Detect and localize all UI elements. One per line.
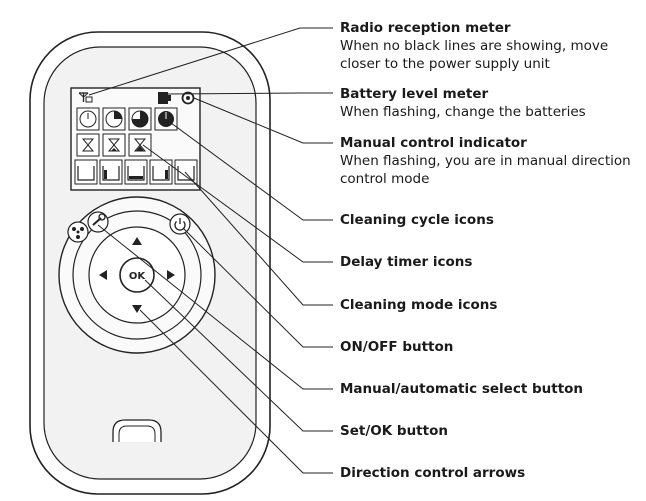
label-manual-title: Manual control indicator — [340, 135, 527, 151]
label-onoff-title: ON/OFF button — [340, 339, 454, 355]
leader-mode — [184, 171, 333, 306]
leader-manual — [193, 97, 333, 144]
label-set-ok: Set/OK button — [340, 422, 448, 440]
label-select-title: Manual/automatic select button — [340, 381, 584, 397]
direction-control-arrows — [99, 237, 175, 313]
label-mode-title: Cleaning mode icons — [340, 297, 498, 313]
delay-timer-icons — [76, 133, 152, 157]
wrench-icon — [92, 213, 106, 226]
cleaning-cycle-icons — [76, 107, 178, 131]
label-radio-desc: When no black lines are showing, move cl… — [340, 38, 609, 72]
label-delay-timer: Delay timer icons — [340, 253, 472, 271]
ok-button-label: OK — [129, 271, 147, 282]
manual-control-icon — [181, 91, 195, 105]
leader-cycle — [166, 119, 333, 221]
label-cleaning-cycle: Cleaning cycle icons — [340, 211, 494, 229]
label-on-off: ON/OFF button — [340, 338, 453, 356]
label-manual-auto-select: Manual/automatic select button — [340, 380, 583, 398]
label-battery-title: Battery level meter — [340, 86, 489, 102]
label-cycle-title: Cleaning cycle icons — [340, 212, 494, 228]
antenna-icon — [78, 92, 93, 103]
label-arrows-title: Direction control arrows — [340, 465, 526, 481]
arrow-down-button[interactable] — [132, 305, 142, 313]
lcd-screen — [70, 87, 201, 191]
ok-button[interactable]: OK — [119, 257, 155, 293]
label-battery-desc: When flashing, change the batteries — [340, 104, 586, 120]
on-off-button[interactable] — [169, 213, 191, 235]
leader-ok — [144, 279, 333, 432]
leader-battery — [167, 92, 333, 95]
power-icon — [174, 218, 186, 231]
battery-icon — [158, 92, 171, 104]
arrow-up-button[interactable] — [132, 237, 142, 245]
fan-button[interactable] — [67, 221, 89, 243]
label-cleaning-mode: Cleaning mode icons — [340, 296, 497, 314]
leader-delay — [142, 144, 333, 263]
label-manual-desc: When flashing, you are in manual directi… — [340, 153, 631, 187]
leader-onoff — [182, 227, 333, 348]
label-delay-title: Delay timer icons — [340, 254, 473, 270]
cleaning-mode-icons — [74, 159, 198, 185]
arrow-left-button[interactable] — [99, 270, 107, 280]
leader-radio — [88, 27, 333, 96]
label-radio-reception: Radio reception meter When no black line… — [340, 19, 640, 73]
arrow-right-button[interactable] — [167, 270, 175, 280]
label-direction-arrows: Direction control arrows — [340, 464, 525, 482]
label-battery-level: Battery level meter When flashing, chang… — [340, 85, 640, 121]
leader-lines — [88, 27, 333, 474]
manual-auto-select-button[interactable] — [87, 211, 109, 233]
label-ok-title: Set/OK button — [340, 423, 448, 439]
leader-select — [97, 224, 333, 390]
fan-icon — [72, 227, 84, 239]
battery-cover-latch — [112, 419, 162, 442]
label-manual-indicator: Manual control indicator When flashing, … — [340, 134, 640, 188]
leader-arrows — [139, 309, 333, 474]
label-radio-title: Radio reception meter — [340, 20, 511, 36]
